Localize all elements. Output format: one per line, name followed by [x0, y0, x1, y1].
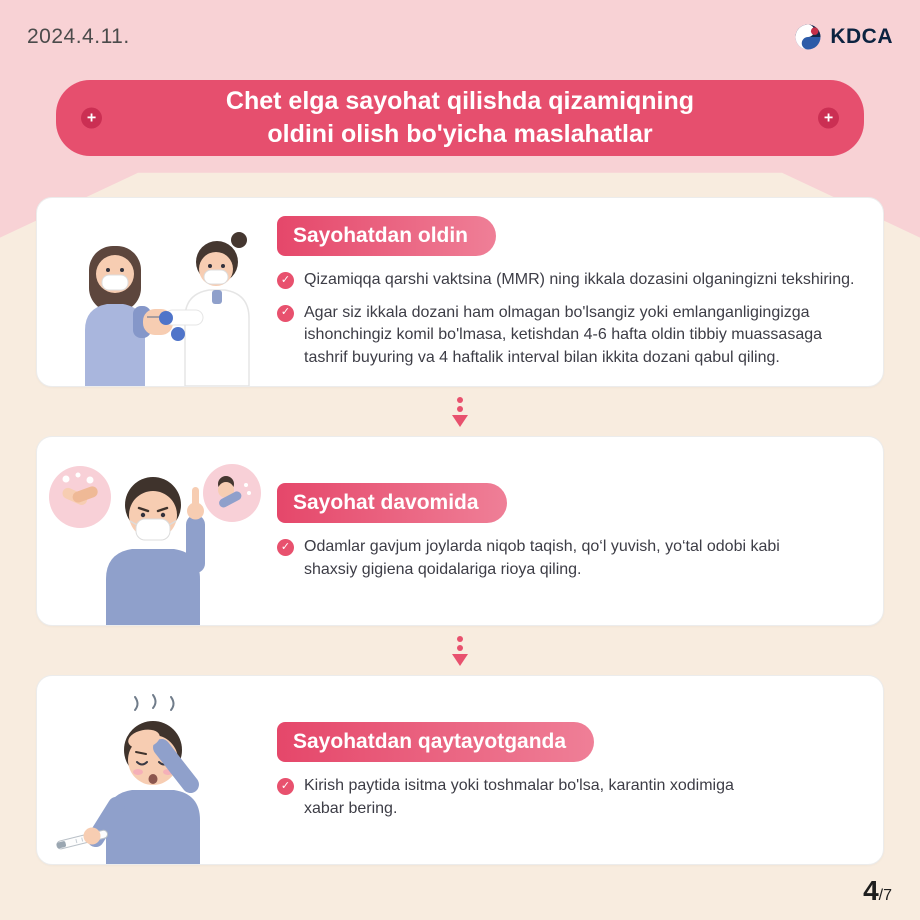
bullet-list: ✓ Odamlar gavjum joylarda niqob taqish, … [277, 536, 861, 581]
card-body: Sayohatdan qaytayotganda ✓ Kirish paytid… [273, 676, 883, 864]
bullet-item: ✓ Odamlar gavjum joylarda niqob taqish, … [277, 536, 861, 581]
check-icon: ✓ [277, 778, 294, 795]
hygiene-illustration [37, 437, 273, 625]
title-banner: + Chet elga sayohat qilishda qizamiqning… [56, 80, 864, 156]
card-before-travel: Sayohatdan oldin ✓ Qizamiqqa qarshi vakt… [36, 197, 884, 387]
kdca-logo-text: KDCA [830, 25, 893, 48]
plus-icon: + [81, 107, 102, 129]
bullet-text: Kirish paytida isitma yoki toshmalar bo'… [304, 777, 734, 817]
main-content: Sayohatdan oldin ✓ Qizamiqqa qarshi vakt… [36, 197, 884, 865]
card-body: Sayohatdan oldin ✓ Qizamiqqa qarshi vakt… [273, 198, 883, 386]
page-number: 4/7 [863, 875, 892, 907]
down-arrow-icon [452, 387, 468, 436]
kdca-taegeuk-icon [795, 24, 821, 50]
bullet-list: ✓ Qizamiqqa qarshi vaktsina (MMR) ning i… [277, 269, 861, 370]
check-icon: ✓ [277, 304, 294, 322]
check-icon: ✓ [277, 272, 294, 289]
vaccination-illustration [37, 198, 273, 386]
page-number-total: /7 [878, 887, 892, 904]
arrow-triangle [452, 653, 468, 666]
plus-icon: + [818, 107, 839, 129]
bullet-text: Odamlar gavjum joylarda niqob taqish, qo… [304, 538, 780, 578]
arrow-dot [457, 405, 463, 412]
arrow-dot [457, 644, 463, 651]
page-number-current: 4 [863, 875, 879, 906]
fever-illustration [37, 676, 273, 864]
arrow-triangle [452, 414, 468, 427]
bullet-text: Qizamiqqa qarshi vaktsina (MMR) ning ikk… [304, 271, 855, 288]
card-during-travel: Sayohat davomida ✓ Odamlar gavjum joylar… [36, 436, 884, 626]
section-title-badge: Sayohatdan qaytayotganda [277, 722, 595, 762]
kdca-logo: KDCA [793, 22, 893, 52]
date-label: 2024.4.11. [27, 25, 130, 48]
page-title-line2: oldini olish bo'yicha maslahatlar [267, 120, 653, 148]
bullet-item: ✓ Agar siz ikkala dozani ham olmagan bo'… [277, 302, 861, 370]
check-icon: ✓ [277, 539, 294, 556]
card-after-travel: Sayohatdan qaytayotganda ✓ Kirish paytid… [36, 675, 884, 865]
card-body: Sayohat davomida ✓ Odamlar gavjum joylar… [273, 437, 883, 625]
section-title-badge: Sayohat davomida [277, 483, 507, 523]
bullet-item: ✓ Qizamiqqa qarshi vaktsina (MMR) ning i… [277, 269, 861, 292]
top-bar: 2024.4.11. KDCA [27, 22, 893, 52]
page-title-line1: Chet elga sayohat qilishda qizamiqning [225, 87, 695, 115]
down-arrow-icon [452, 626, 468, 675]
arrow-dot [457, 396, 463, 403]
bullet-list: ✓ Kirish paytida isitma yoki toshmalar b… [277, 775, 861, 820]
bullet-text: Agar siz ikkala dozani ham olmagan bo'ls… [304, 303, 823, 367]
section-title-badge: Sayohatdan oldin [277, 216, 497, 256]
arrow-dot [457, 635, 463, 642]
page-title: Chet elga sayohat qilishda qizamiqning o… [226, 85, 694, 151]
bullet-item: ✓ Kirish paytida isitma yoki toshmalar b… [277, 775, 861, 820]
